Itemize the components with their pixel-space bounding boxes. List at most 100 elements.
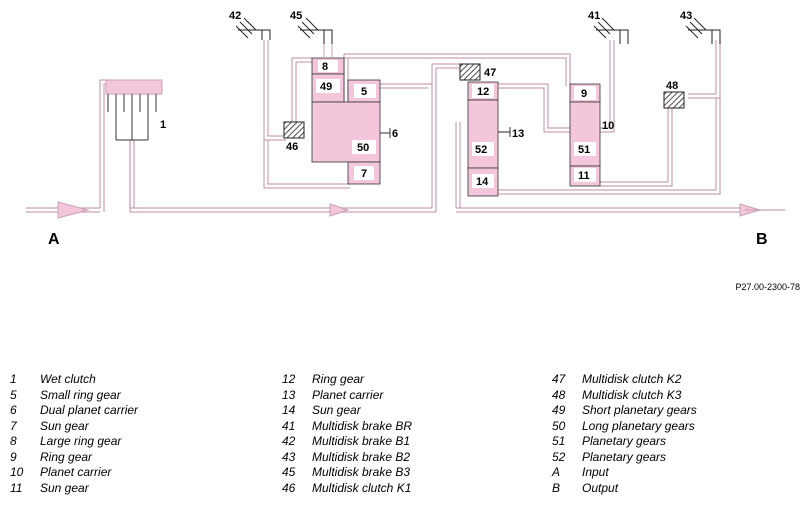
wet-clutch xyxy=(105,79,163,141)
part-label-12: 12 xyxy=(477,86,489,98)
clutch-k3 xyxy=(663,91,685,109)
legend-number: 41 xyxy=(282,418,296,433)
legend-description: Ring gear xyxy=(40,449,93,464)
legend-row: 9 Ring gear xyxy=(10,450,138,466)
legend-column-3: 47 Multidisk clutch K2 48 Multidisk clutch … xyxy=(552,372,697,496)
part-label-6: 6 xyxy=(392,128,398,140)
legend-row: 42 Multidisk brake B1 xyxy=(282,434,412,450)
legend-description: Short planetary gears xyxy=(582,403,697,417)
legend-number: 1 xyxy=(10,372,17,386)
legend-description: Small ring gear xyxy=(40,387,121,402)
legend-description: Planetary gears xyxy=(582,434,667,448)
legend-number: 9 xyxy=(10,449,17,464)
legend-number: 8 xyxy=(10,434,17,448)
legend-row: 45 Multidisk brake B3 xyxy=(282,465,412,481)
legend-description: Multidisk clutch K2 xyxy=(582,372,682,386)
part-label-1: 1 xyxy=(160,119,166,131)
legend-description: Planet carrier xyxy=(312,387,384,402)
legend-description: Long planetary gears xyxy=(582,418,695,433)
input-arrow xyxy=(57,201,90,219)
part-label-46: 46 xyxy=(286,141,298,153)
legend-description: Planet carrier xyxy=(40,465,112,479)
part-label-9: 9 xyxy=(581,88,587,100)
front-planetary-set xyxy=(311,57,391,185)
legend-row: 41 Multidisk brake BR xyxy=(282,419,412,435)
legend-description: Multidisk brake BR xyxy=(312,418,413,433)
part-label-50: 50 xyxy=(357,142,369,154)
legend-row: 10 Planet carrier xyxy=(10,465,138,481)
legend-number: 51 xyxy=(552,434,566,448)
clutch-k2 xyxy=(459,63,481,81)
part-label-10: 10 xyxy=(602,120,614,132)
legend-number: A xyxy=(552,465,561,479)
legend-row: 51 Planetary gears xyxy=(552,434,697,450)
clutch-k1 xyxy=(283,121,305,139)
legend-row: B Output xyxy=(552,481,697,497)
part-label-43: 43 xyxy=(680,10,692,22)
legend-row: 48 Multidisk clutch K3 xyxy=(552,388,697,404)
legend-description: Sun gear xyxy=(312,403,361,417)
legend-number: 11 xyxy=(10,480,23,495)
legend-number: 12 xyxy=(282,372,296,386)
legend-number: 52 xyxy=(552,449,566,464)
legend-number: 45 xyxy=(282,465,296,479)
legend-row: 14 Sun gear xyxy=(282,403,412,419)
brake-b2 xyxy=(685,17,721,44)
legend-row: 52 Planetary gears xyxy=(552,450,697,466)
legend-description: Multidisk brake B3 xyxy=(312,465,411,479)
label-boxes xyxy=(316,60,596,188)
part-label-48: 48 xyxy=(666,80,678,92)
legend-description: Dual planet carrier xyxy=(40,403,139,417)
legend-description: Wet clutch xyxy=(40,372,96,386)
legend-row: 47 Multidisk clutch K2 xyxy=(552,372,697,388)
legend-number: 14 xyxy=(282,403,296,417)
legend-column-1: 1 Wet clutch 5 Small ring gear 6 Dual planet … xyxy=(10,372,138,496)
legend-description: Multidisk clutch K1 xyxy=(312,480,412,495)
part-label-13: 13 xyxy=(512,128,524,140)
part-label-42: 42 xyxy=(229,10,241,22)
legend-number: 46 xyxy=(282,480,296,495)
legend-number: 10 xyxy=(10,465,24,479)
part-label-52: 52 xyxy=(475,144,487,156)
shafts xyxy=(26,40,745,213)
figure-reference: P27.00-2300-78 xyxy=(735,282,800,292)
legend-description: Sun gear xyxy=(40,480,89,495)
part-label-47: 47 xyxy=(484,67,496,79)
brake-b3 xyxy=(297,17,333,58)
transmission-schematic: 1 8 49 5 6 50 7 42 45 46 47 12 13 52 14 … xyxy=(26,10,800,292)
legend-description: Multidisk clutch K3 xyxy=(582,387,682,402)
part-label-41: 41 xyxy=(588,10,600,22)
legend-number: 7 xyxy=(10,418,17,433)
legend-number: 13 xyxy=(282,387,296,402)
brake-br xyxy=(593,17,629,44)
legend-description: Input xyxy=(582,465,609,479)
legend-row: 13 Planet carrier xyxy=(282,388,412,404)
part-label-51: 51 xyxy=(578,144,590,156)
legend-number: 48 xyxy=(552,387,566,402)
legend-description: Planetary gears xyxy=(582,449,667,464)
legend-number: 43 xyxy=(282,449,296,464)
legend-description: Sun gear xyxy=(40,418,89,433)
legend-number: B xyxy=(552,480,561,495)
legend-number: 47 xyxy=(552,372,566,386)
brake-b1 xyxy=(235,17,271,40)
part-label-14: 14 xyxy=(476,176,489,188)
legend-row: 11 Sun gear xyxy=(10,481,138,497)
legend-number: 5 xyxy=(10,387,17,402)
output-label: B xyxy=(756,231,768,248)
legend-row: 1 Wet clutch xyxy=(10,372,138,388)
part-label-45: 45 xyxy=(290,10,302,22)
part-label-8: 8 xyxy=(322,61,328,73)
part-label-5: 5 xyxy=(361,86,367,98)
input-label: A xyxy=(48,231,60,248)
legend-row: 46 Multidisk clutch K1 xyxy=(282,481,412,497)
legend-number: 6 xyxy=(10,403,17,417)
legend-description: Output xyxy=(582,480,619,495)
part-label-7: 7 xyxy=(361,168,367,180)
legend-number: 42 xyxy=(282,434,296,448)
legend-description: Multidisk brake B1 xyxy=(312,434,411,448)
